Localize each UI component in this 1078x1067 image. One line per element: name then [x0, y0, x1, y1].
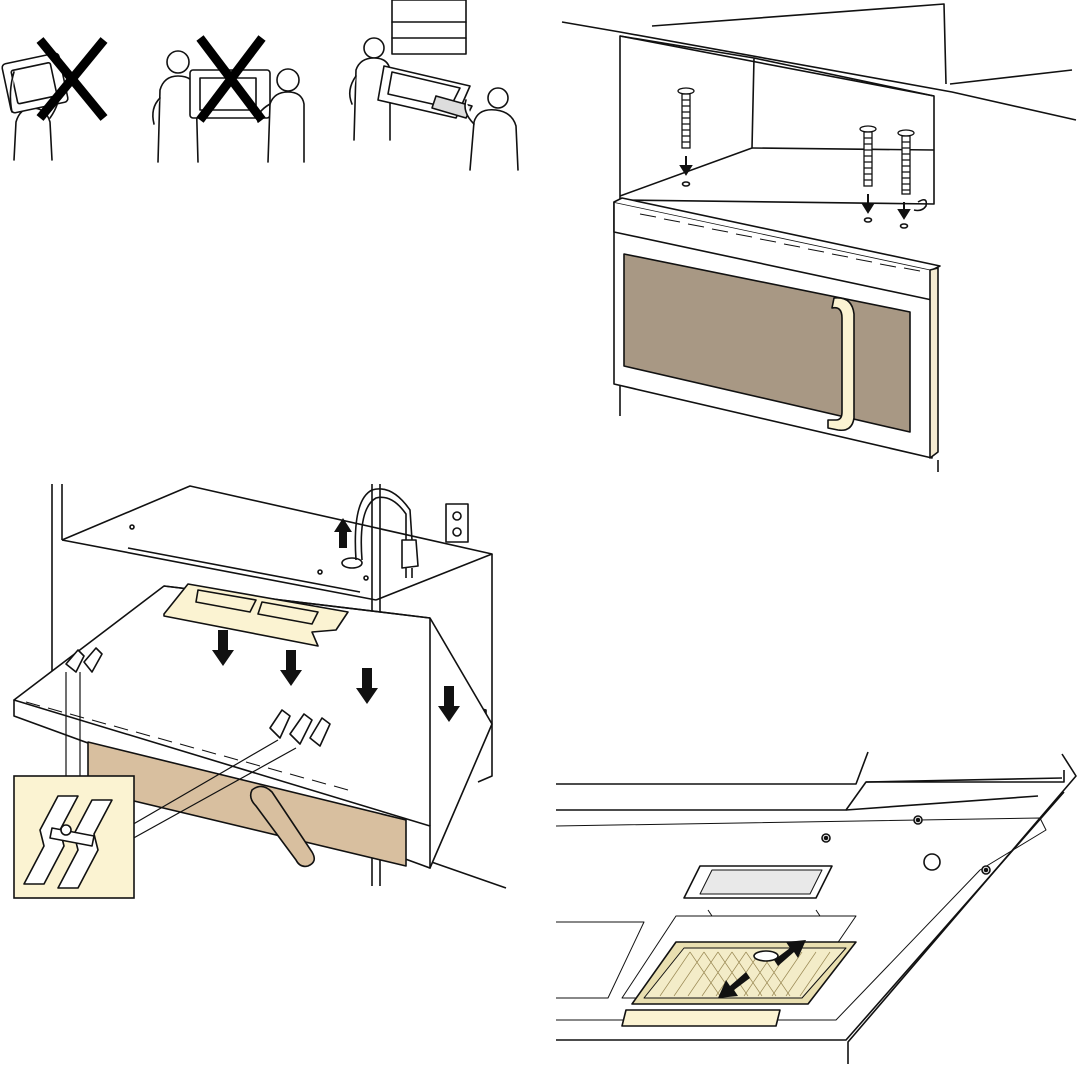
hanging-on-plate-panel [0, 478, 530, 910]
filter-removal-illustration [540, 748, 1078, 1067]
hanging-on-plate-illustration [0, 478, 530, 910]
mounting-bolts-illustration [540, 0, 1078, 480]
two-person-tilted-lift-figure [350, 0, 518, 170]
lifting-methods-illustration [0, 0, 530, 175]
lifting-methods-panel [0, 0, 530, 175]
vent-grille [700, 870, 822, 894]
mounting-clip-callout [14, 776, 134, 898]
microwave-oven [614, 198, 940, 458]
two-person-side-lift-figure [153, 51, 304, 162]
mounting-bolts-panel [540, 0, 1078, 480]
filter-removal-panel [540, 748, 1078, 1067]
